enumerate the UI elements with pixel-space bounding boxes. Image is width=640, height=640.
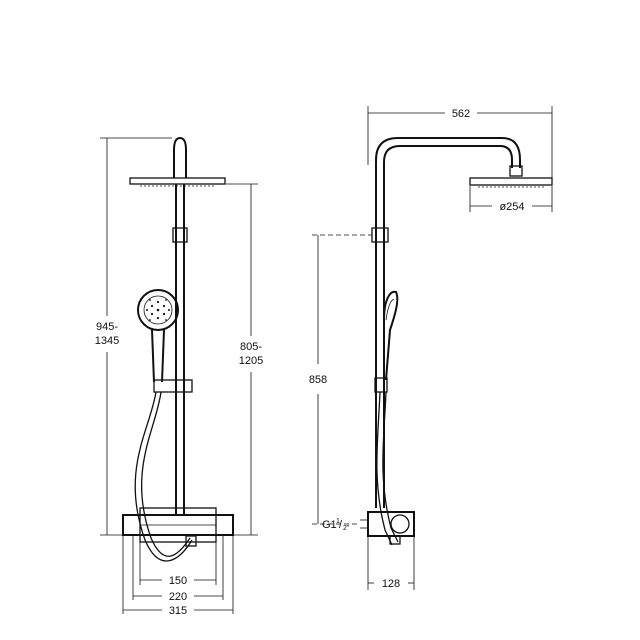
side-valve-knob [390,514,410,534]
dim-projection-label: 562 [452,108,470,120]
dim-connection: G1 1 / 2" [322,518,350,532]
front-hand-shower-nozzles [146,299,170,321]
dim-projection: 562 [367,106,553,178]
dim-total-height: 945- 1345 [95,137,172,536]
front-top-arm [173,136,187,178]
side-hose [376,391,393,546]
dim-connection-slash: / [339,519,343,531]
front-thermostat-bar [122,514,234,536]
dim-connection-prefix: G1 [322,519,337,531]
dim-side-height-label: 858 [309,374,327,386]
dim-width-150-label: 150 [169,575,187,587]
front-hand-shower-head [137,289,179,331]
dim-depth: 128 [367,536,415,590]
dim-bar-height-label-2: 1205 [239,355,263,367]
front-hand-shower-handle [151,329,165,383]
dim-widths: 150 220 315 [122,535,234,617]
dim-bar-height-label-1: 805- [240,341,262,353]
dim-connection-numerator: 1 [336,518,340,525]
front-shower-head [129,177,226,185]
front-hose [134,391,193,562]
side-slider-holder [374,377,388,393]
dim-width-315-label: 315 [169,605,187,617]
side-view: 562 ø254 858 G1 1 / 2" [309,106,553,590]
front-slider-holder [153,379,193,393]
side-riser-arm [375,137,521,508]
front-outlet [185,535,197,547]
dim-bar-height: 805- 1205 [226,183,263,536]
side-shower-head [469,177,553,186]
dim-head-diameter: ø254 [469,186,553,213]
dim-total-height-label-1: 945- [96,321,118,333]
dim-connection-denominator: 2" [343,525,350,532]
front-pipe-joint [172,227,188,243]
side-head-connector [509,165,523,177]
dim-side-height: 858 [309,234,372,525]
dim-total-height-label-2: 1345 [95,335,119,347]
side-hand-shower [383,290,399,381]
side-pipe-joint [371,227,389,243]
dim-head-diameter-label: ø254 [499,201,524,213]
front-view: 945- 1345 805- 1205 150 220 [95,136,263,617]
dim-width-220-label: 220 [169,591,187,603]
dim-depth-label: 128 [382,578,400,590]
